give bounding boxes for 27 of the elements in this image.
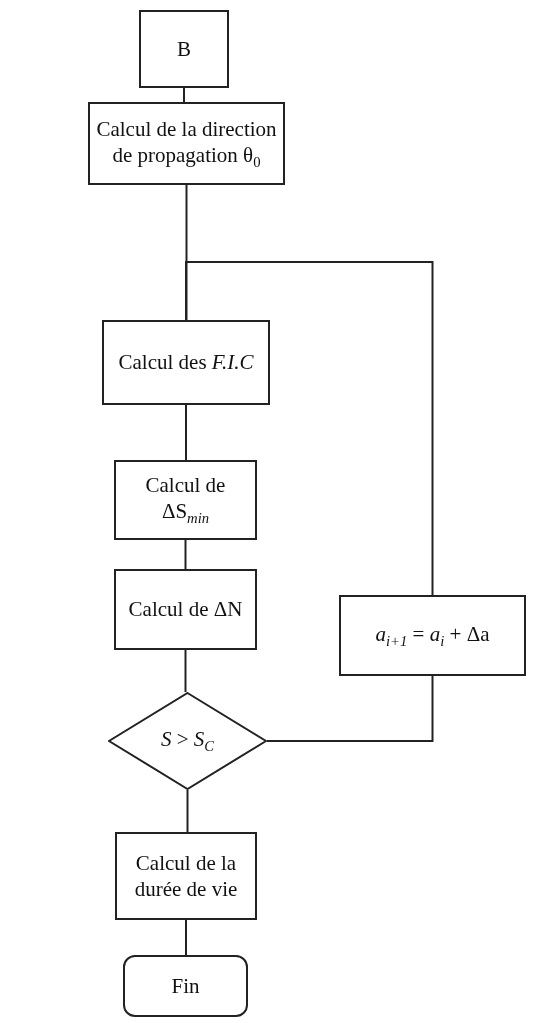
node-text: a$_{i+1}$ = a$_{i}$ + Δa	[375, 620, 490, 651]
process-box	[102, 320, 270, 405]
node-text: S > S$_{C}$	[160, 726, 215, 756]
process-box	[339, 595, 526, 676]
connector-line	[266, 675, 434, 742]
node-text: Calcul de la direction de propagation θ$_{0}$	[95, 115, 278, 172]
decision-diamond	[108, 692, 267, 790]
connector-line	[183, 87, 185, 103]
connector-line	[185, 404, 187, 461]
node-text: Calcul de ΔN	[128, 596, 243, 623]
connector-line	[184, 649, 187, 693]
process-box	[88, 102, 285, 185]
process-box	[114, 569, 257, 650]
node-text: Calcul des F.I.C	[118, 349, 254, 376]
connector-line	[184, 539, 187, 570]
connector-line	[185, 261, 434, 596]
connector-line	[185, 919, 187, 956]
node-text: B	[177, 35, 191, 63]
process-box	[114, 460, 257, 540]
node-text: Calcul de la durée de vie	[133, 849, 239, 903]
node-text: Fin	[171, 972, 200, 1000]
node-text: Calcul de ΔS$_{min}$	[144, 472, 227, 528]
connector-line	[185, 184, 188, 321]
process-box	[139, 10, 229, 88]
terminal-box	[123, 955, 248, 1017]
connector-line	[186, 789, 189, 833]
process-box	[115, 832, 257, 920]
